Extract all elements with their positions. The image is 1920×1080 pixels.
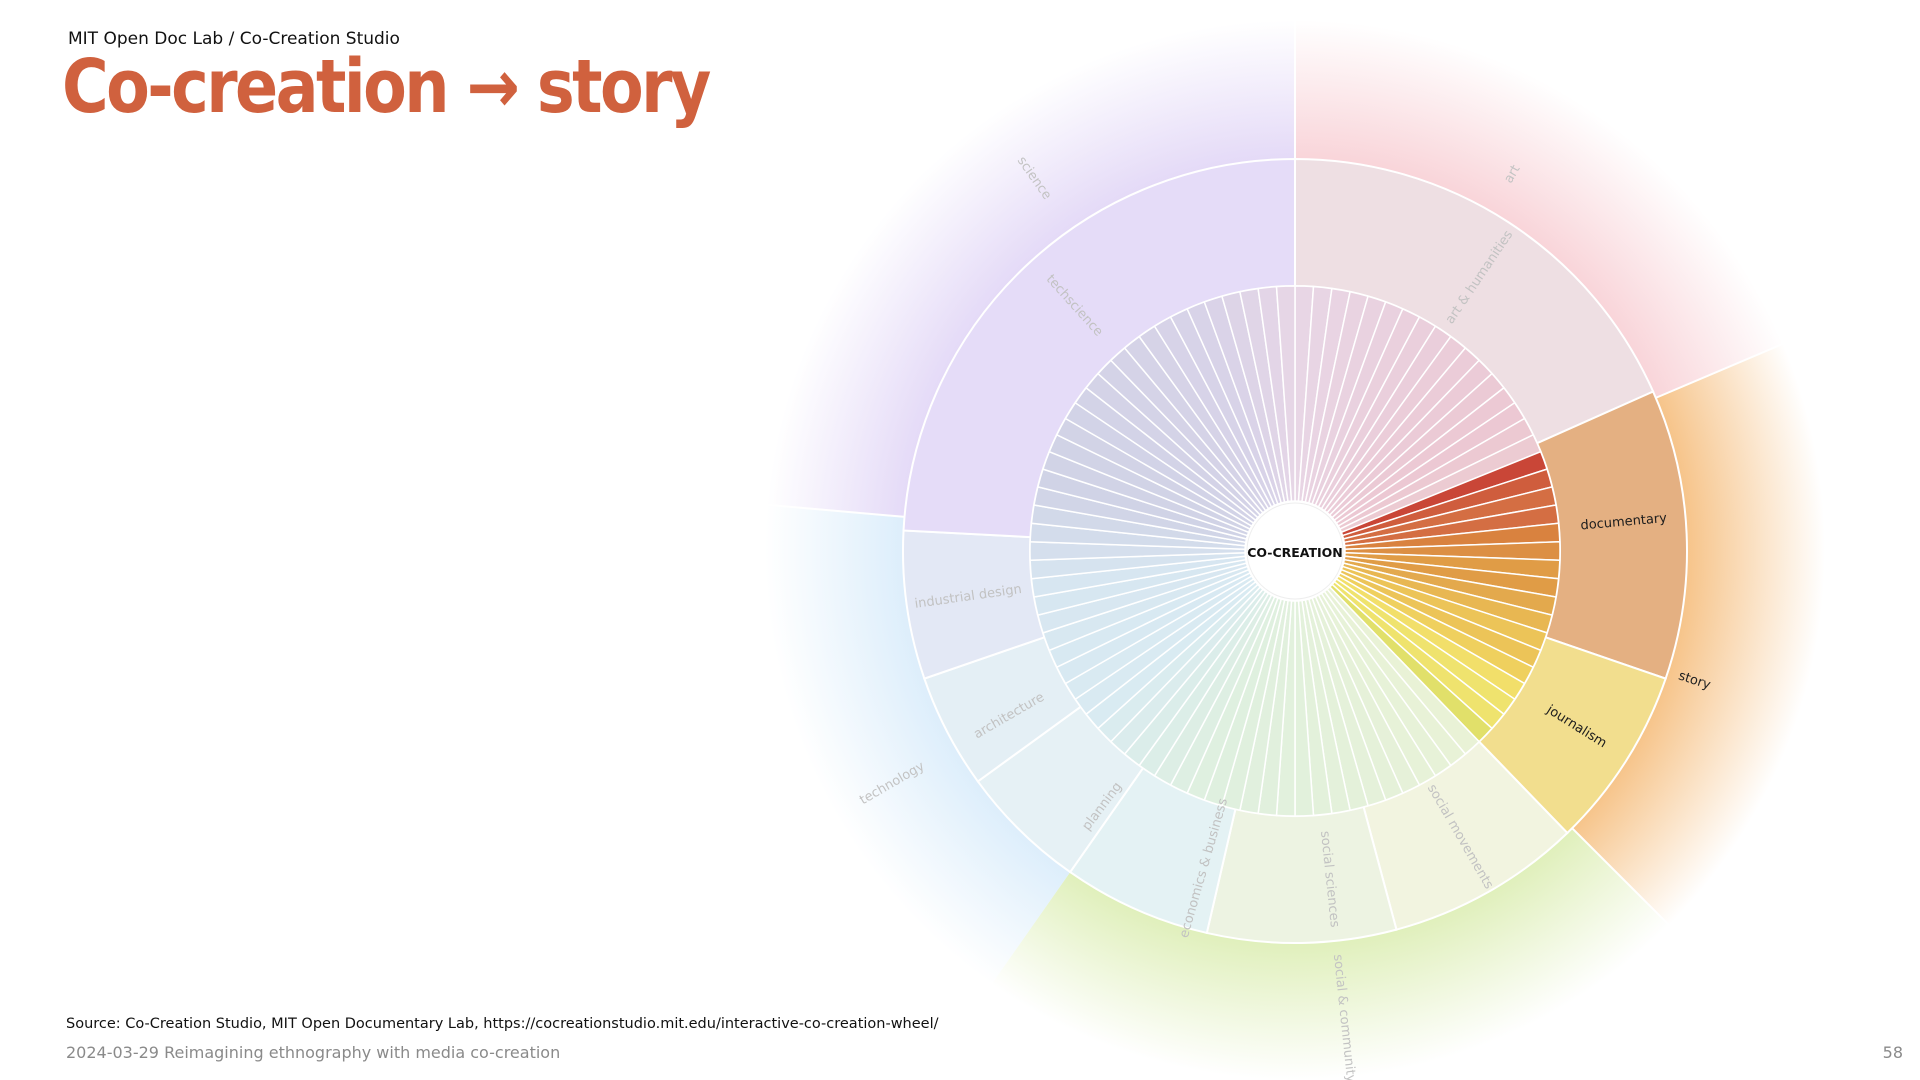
spoke-segment[interactable] [1275,285,1296,502]
domain-band-social-and-community[interactable] [988,826,1674,1080]
center-hub[interactable] [1246,502,1344,600]
field-social-sciences[interactable] [1205,805,1398,944]
slide-footer: 2024-03-29 Reimagining ethnography with … [66,1043,561,1062]
slide-kicker: MIT Open Doc Lab / Co-Creation Studio [68,29,400,49]
source-citation: Source: Co-Creation Studio, MIT Open Doc… [66,1016,939,1032]
domain-divider [761,503,907,519]
domain-halo-layer [760,15,1830,1080]
domain-divider [1570,826,1675,931]
domain-divider [1653,341,1788,400]
center-label: CO-CREATION [1247,545,1343,560]
domain-band-story[interactable] [1570,341,1830,930]
page-number: 58 [1882,1043,1903,1062]
slide-title: Co-creation → story [62,44,711,130]
domain-band-technology[interactable] [760,504,1072,990]
field-ring [902,157,1688,944]
domain-band-art[interactable] [1295,16,1788,399]
domain-band-science[interactable] [762,15,1295,518]
spoke-ring [1029,285,1561,817]
